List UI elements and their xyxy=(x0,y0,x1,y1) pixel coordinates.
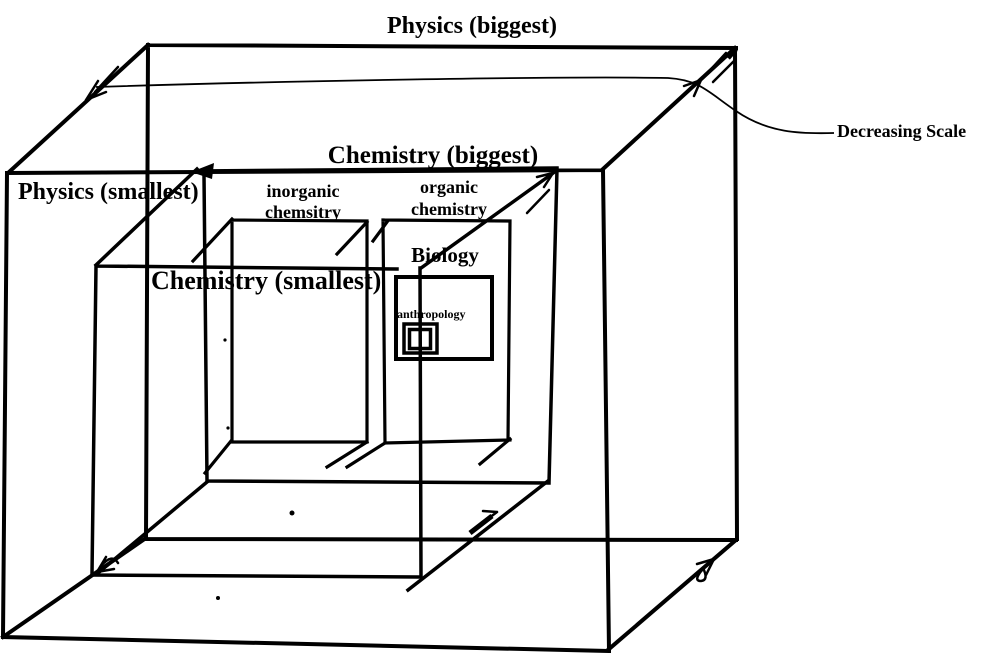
label-inorganic-line2: chemsitry xyxy=(265,202,341,222)
label-anthropology: anthropology xyxy=(397,307,466,321)
retrace-stroke xyxy=(468,47,738,535)
label-inorganic-chemistry: inorganic chemsitry xyxy=(265,181,341,223)
arrow-marks xyxy=(84,51,737,583)
label-organic-line2: chemistry xyxy=(411,199,487,219)
decreasing-scale-line xyxy=(95,76,835,135)
label-inorganic-line1: inorganic xyxy=(266,181,340,201)
label-physics-smallest: Physics (smallest) xyxy=(18,179,199,205)
label-organic-line1: organic xyxy=(419,177,478,197)
chemistry-top-left-arrowhead xyxy=(191,163,214,179)
label-chemistry-biggest: Chemistry (biggest) xyxy=(327,142,539,169)
ink-dots xyxy=(216,338,295,600)
label-biology: Biology xyxy=(411,243,479,267)
anthropology-box xyxy=(402,322,439,355)
label-organic-chemistry: organic chemistry xyxy=(411,176,487,220)
label-chemistry-smallest: Chemistry (smallest) xyxy=(151,266,382,295)
label-decreasing-scale: Decreasing Scale xyxy=(837,121,967,141)
chemistry-box-lines xyxy=(90,166,559,593)
organic-box-lines xyxy=(344,218,513,470)
inorganic-box-lines xyxy=(190,216,370,476)
biology-box xyxy=(394,275,494,361)
label-physics-biggest: Physics (biggest) xyxy=(387,13,557,39)
